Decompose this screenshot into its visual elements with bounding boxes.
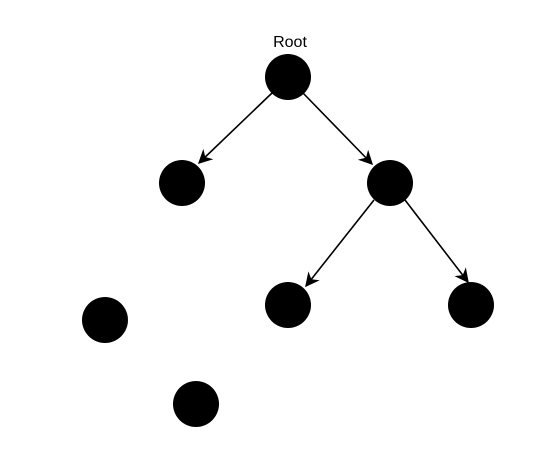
node-right-child [367,160,413,206]
edge-right-child-to-right-grandchild [404,199,469,284]
edge-root-to-left-child [197,92,273,164]
node-orphan-bottom [173,381,219,427]
edge-right-child-to-left-grandchild [305,199,375,288]
edge-root-to-right-child [302,92,374,166]
node-orphan-left [82,297,128,343]
node-right-grandchild [448,282,494,328]
root-label: Root [273,34,307,51]
node-left-grandchild [265,282,311,328]
node-left-child [159,160,205,206]
node-root [265,54,311,100]
